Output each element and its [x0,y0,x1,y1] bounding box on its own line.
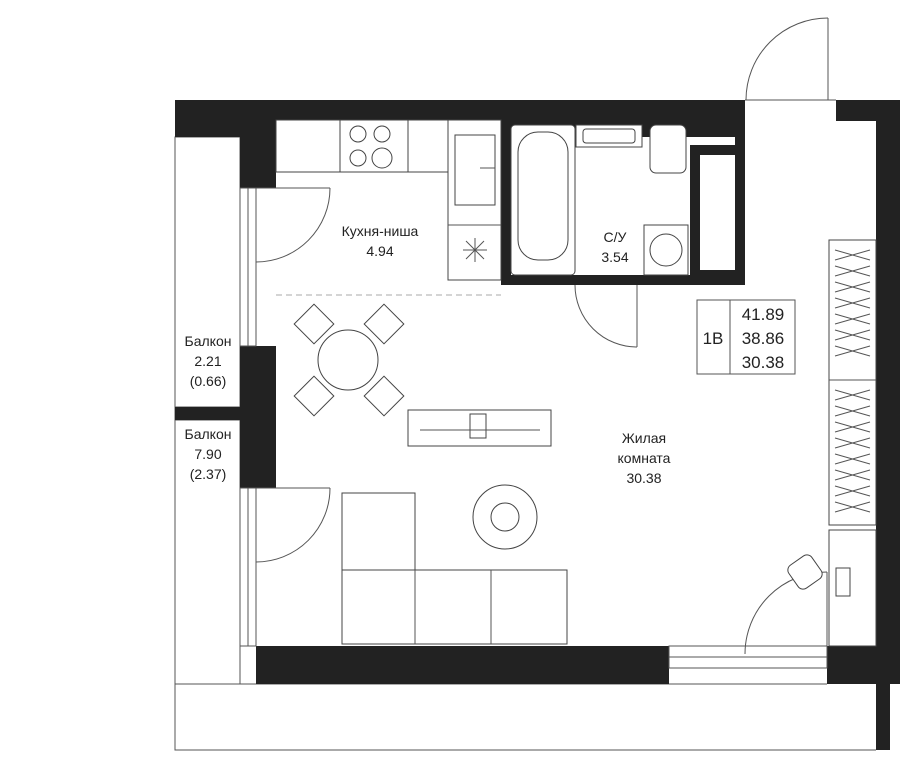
apartment-card-frame [696,299,796,375]
balcony2-area: 7.90 [194,446,221,462]
hanger-mark [834,501,871,513]
kitchen-name: Кухня-ниша [342,223,419,239]
hanger-mark [834,313,871,325]
apartment-card: 1В 41.89 38.86 30.38 [696,299,796,375]
hanger-mark [834,329,871,341]
balcony1-area-reduced: (0.66) [190,373,227,389]
hanger-mark [834,421,871,433]
balcony1-name: Балкон [185,333,232,349]
hanger-mark [834,265,871,277]
bathroom-furniture [510,124,689,276]
hanger-mark [834,297,871,309]
doors [255,17,836,655]
hanger-mark [834,281,871,293]
balcony1-area: 2.21 [194,353,221,369]
wardrobe-hangers [834,249,871,513]
living-area: 30.38 [626,470,661,486]
hanger-mark [834,485,871,497]
hanger-mark [834,345,871,357]
kitchen-furniture [275,119,502,296]
total-area: 41.89 [742,305,785,324]
area-without-balcony: 38.86 [742,329,785,348]
living-name-line1: Жилая [622,430,666,446]
windows [239,187,828,669]
hanger-mark [834,405,871,417]
bathroom-name: С/У [604,229,627,245]
hanger-mark [834,437,871,449]
hanger-mark [834,469,871,481]
bathroom-area: 3.54 [601,249,628,265]
balcony2-area-reduced: (2.37) [190,466,227,482]
living-furniture [293,239,877,647]
living-name-line2: комната [618,450,671,466]
hanger-mark [834,389,871,401]
living-area-total: 30.38 [742,353,785,372]
kitchen-area: 4.94 [366,243,393,259]
apartment-type: 1В [703,329,724,348]
balcony2-name: Балкон [185,426,232,442]
walls [175,100,900,750]
hanger-mark [834,249,871,261]
hanger-mark [834,453,871,465]
